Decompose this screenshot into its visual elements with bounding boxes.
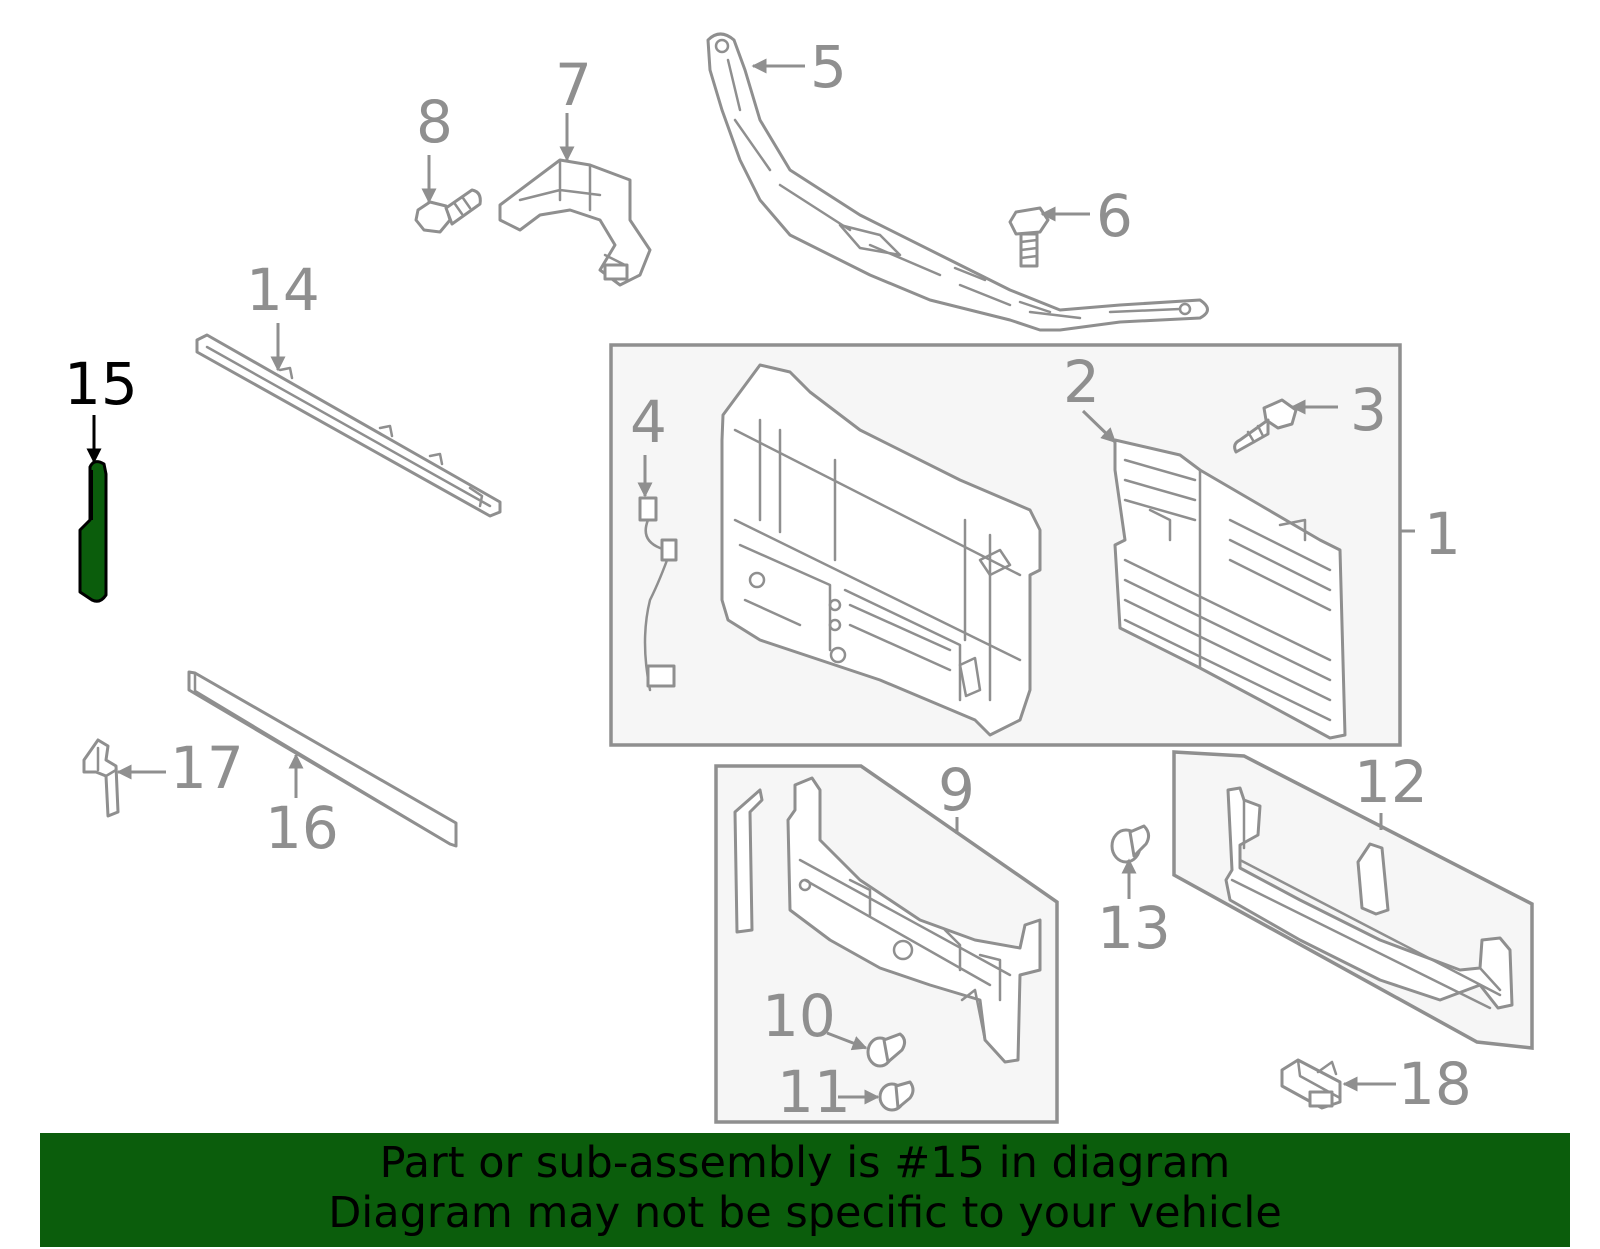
part-7-bracket: [498, 158, 652, 287]
part-8-bolt: [414, 188, 482, 234]
part-1-main-frame: [720, 363, 1042, 737]
banner-line-1: Part or sub-assembly is #15 in diagram: [379, 1138, 1231, 1188]
callout-6[interactable]: 6: [1096, 182, 1133, 250]
part-10-pin: [866, 1032, 907, 1068]
callout-9[interactable]: 9: [938, 756, 975, 824]
callout-10[interactable]: 10: [762, 982, 836, 1050]
callout-4[interactable]: 4: [630, 388, 667, 456]
callout-8[interactable]: 8: [416, 88, 453, 156]
callout-12[interactable]: 12: [1354, 748, 1428, 816]
part-15-seal-highlighted: [78, 460, 108, 603]
callout-13[interactable]: 13: [1097, 894, 1171, 962]
banner-line-2: Diagram may not be specific to your vehi…: [328, 1188, 1282, 1238]
callout-1[interactable]: 1: [1424, 500, 1461, 568]
callout-2[interactable]: 2: [1063, 348, 1100, 416]
info-banner: Part or sub-assembly is #15 in diagram D…: [40, 1133, 1570, 1247]
part-17-clip: [82, 738, 120, 818]
callout-14[interactable]: 14: [246, 256, 320, 324]
callout-17[interactable]: 17: [170, 734, 244, 802]
callout-7[interactable]: 7: [555, 51, 592, 119]
leader-lines: [86, 58, 1415, 1105]
part-6-bolt: [1008, 206, 1050, 268]
callout-18[interactable]: 18: [1398, 1050, 1472, 1118]
part-18-sensor: [1280, 1058, 1342, 1110]
part-14-rail: [195, 333, 502, 518]
callout-5[interactable]: 5: [810, 33, 847, 101]
callout-labels: 1 2 3 4 5 6 7 8 9 10 11 12 13 14 15 16 1…: [64, 33, 1472, 1126]
part-3-bolt: [1233, 398, 1298, 454]
part-4-harness: [638, 496, 678, 692]
part-2-shutter: [1113, 438, 1347, 740]
callout-3[interactable]: 3: [1350, 376, 1387, 444]
callout-11[interactable]: 11: [777, 1058, 851, 1126]
callout-16[interactable]: 16: [265, 794, 339, 862]
callout-15[interactable]: 15: [64, 350, 138, 418]
part-9-lower-support: [733, 776, 1042, 1064]
part-16-strip: [187, 670, 458, 848]
part-11-pin: [878, 1080, 915, 1112]
part-12-lower-assembly: [1224, 786, 1514, 1010]
part-5-upper-support: [706, 32, 1209, 332]
part-13-pin: [1110, 824, 1151, 864]
